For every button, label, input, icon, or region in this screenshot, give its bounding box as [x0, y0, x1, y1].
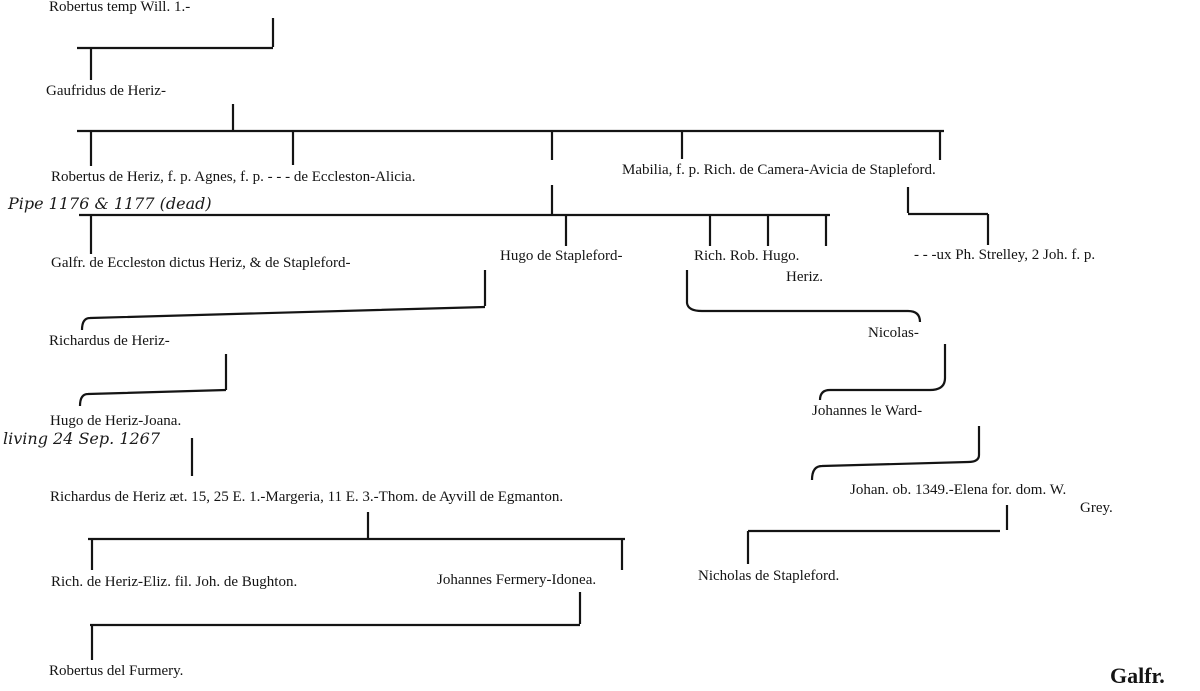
person-gaufridus-de-heriz: Gaufridus de Heriz- — [46, 83, 166, 99]
person-robertus-de-heriz: Robertus de Heriz, f. p. Agnes, f. p. - … — [51, 169, 416, 185]
handwritten-note-pipe: Pipe 1176 & 1177 (dead) — [8, 194, 212, 213]
person-richardus-de-heriz-aet: Richardus de Heriz æt. 15, 25 E. 1.-Marg… — [50, 489, 564, 505]
person-nicholas-de-stapleford: Nicholas de Stapleford. — [698, 568, 840, 584]
person-robertus-del-furmery: Robertus del Furmery. — [49, 663, 184, 679]
person-mabilia: Mabilia, f. p. Rich. de Camera-Avicia de… — [622, 162, 936, 178]
person-johannes-fermery: Johannes Fermery-Idonea. — [437, 572, 597, 588]
catchword: Galfr. — [1110, 663, 1165, 688]
person-richardus-de-heriz: Richardus de Heriz- — [49, 333, 170, 349]
persons-heriz-surname: Heriz. — [786, 269, 824, 285]
person-rich-de-heriz-eliz: Rich. de Heriz-Eliz. fil. Joh. de Bughto… — [51, 574, 298, 590]
person-nicolas: Nicolas- — [868, 325, 919, 341]
person-hugo-de-stapleford: Hugo de Stapleford- — [500, 248, 623, 264]
person-johan-ob-1349: Johan. ob. 1349.-Elena for. dom. W. — [850, 482, 1067, 498]
person-ux-strelley: - - -ux Ph. Strelley, 2 Joh. f. p. — [914, 247, 1096, 263]
handwritten-note-living: living 24 Sep. 1267 — [3, 429, 161, 448]
persons-rich-rob-hugo: Rich. Rob. Hugo. — [694, 248, 800, 264]
person-robertus-temp-will: Robertus temp Will. 1.- — [49, 0, 191, 15]
person-galfr-de-eccleston: Galfr. de Eccleston dictus Heriz, & de S… — [51, 255, 351, 271]
descent-lines — [77, 18, 1009, 660]
person-johannes-le-ward: Johannes le Ward- — [812, 403, 923, 419]
person-hugo-de-heriz: Hugo de Heriz-Joana. — [50, 413, 182, 429]
person-grey-surname: Grey. — [1080, 500, 1113, 516]
